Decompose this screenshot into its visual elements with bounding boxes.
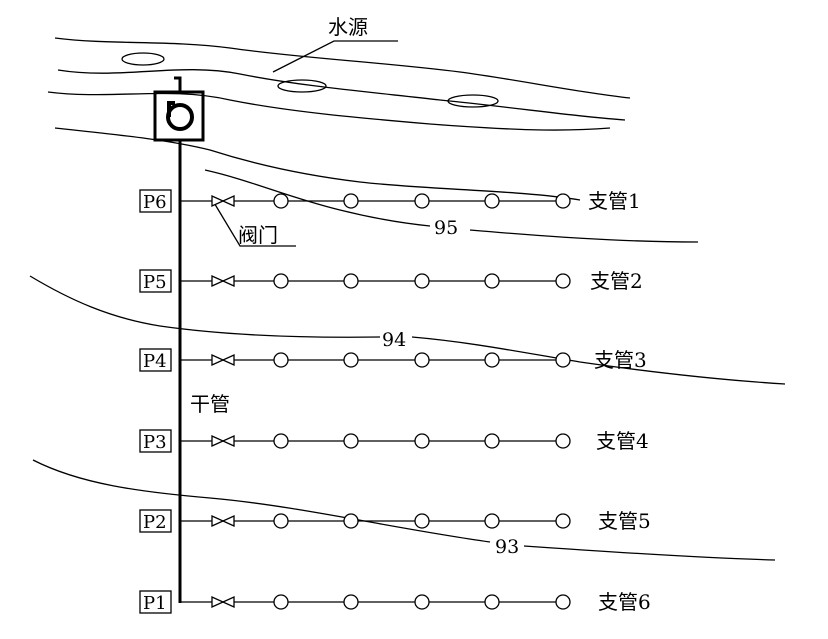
river-island-2 [277,79,327,93]
contour-line-95-right [469,229,699,243]
emitter-node [555,352,571,368]
water-source-leader [272,40,398,73]
emitter-node [273,513,289,529]
branch-label: 支管6 [598,590,651,614]
emitter-node [484,193,500,209]
valve-icon [211,434,235,448]
valve-icon [211,514,235,528]
emitter-node [484,352,500,368]
valve-label: 阀门 [238,223,278,247]
pump-station-icon [153,76,205,142]
emitter-node [343,433,359,449]
emitter-node [273,433,289,449]
branch-label: 支管2 [590,269,643,293]
emitter-node [343,193,359,209]
emitter-node [555,273,571,289]
river-island-3 [447,94,499,108]
contour-label-94: 94 [382,329,406,351]
valve-icon [211,274,235,288]
branch-label: 支管5 [598,509,651,533]
emitter-node [343,594,359,610]
main-pipe-label: 干管 [190,392,230,416]
node-box [139,509,172,533]
valve-icon [211,194,235,208]
emitter-node [343,352,359,368]
contour-label-93: 93 [495,536,519,558]
branch-label: 支管3 [594,348,647,372]
emitter-node [484,273,500,289]
node-label: P3 [143,432,167,453]
branch-label: 支管4 [596,429,649,453]
contour-line-94-right [411,336,786,385]
valve-icon [211,353,235,367]
contour-line-93-right [523,545,776,561]
emitter-node [414,433,430,449]
emitter-node [273,594,289,610]
contour-label-95: 95 [434,217,458,239]
node-label: P4 [143,351,167,372]
node-label: P5 [143,272,167,293]
water-source-label: 水源 [328,15,368,39]
emitter-node [414,594,430,610]
emitter-node [343,273,359,289]
emitter-node [273,193,289,209]
contour-line-93 [32,459,491,543]
emitter-node [555,193,571,209]
river-flow-line-1 [57,69,626,121]
emitter-node [484,594,500,610]
emitter-node [484,433,500,449]
node-label: P2 [143,512,167,533]
valve-icon [211,595,235,609]
river-bank-top [54,37,631,99]
node-box [139,429,172,453]
emitter-node [273,352,289,368]
emitter-node [273,273,289,289]
emitter-node [555,513,571,529]
river-flow-line-2 [47,91,611,131]
node-box [139,269,172,293]
emitter-node [414,273,430,289]
emitter-node [343,513,359,529]
node-label: P1 [143,593,167,614]
emitter-node [414,193,430,209]
node-box [139,590,172,614]
valve-leader [212,200,296,247]
emitter-node [555,594,571,610]
emitter-node [414,352,430,368]
node-box [139,348,172,372]
river-island-1 [121,52,165,66]
branch-label: 支管1 [588,189,641,213]
river-bank-bottom [54,127,581,201]
emitter-node [555,433,571,449]
emitter-node [414,513,430,529]
node-box [139,189,172,213]
node-label: P6 [143,192,167,213]
emitter-node [484,513,500,529]
contour-line-94 [29,275,381,338]
contour-line-95 [204,169,431,227]
